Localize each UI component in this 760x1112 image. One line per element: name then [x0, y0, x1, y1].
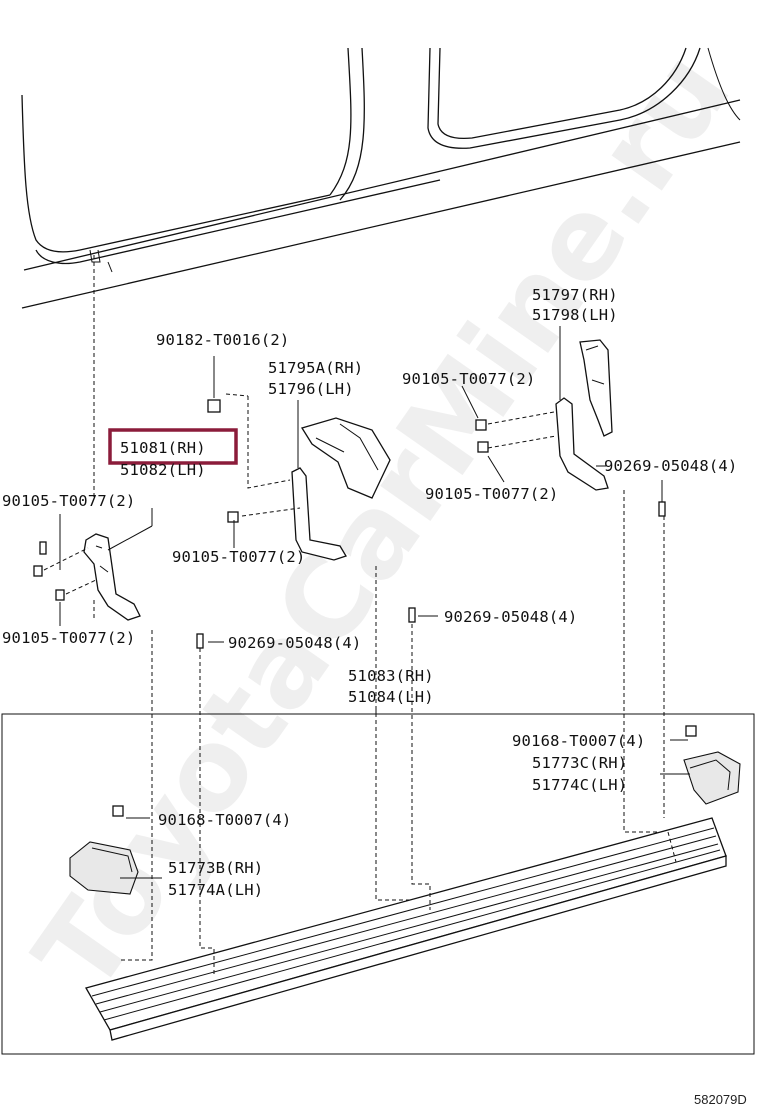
label-51773c: 51773C(RH)	[532, 754, 627, 772]
fasteners	[39, 501, 666, 649]
running-board-51083	[85, 817, 727, 1041]
label-51082: 51082(LH)	[120, 461, 206, 479]
label-90105-t0077-mid: 90105-T0077(2)	[172, 548, 305, 566]
vehicle-body-outline	[21, 47, 741, 309]
running-board-frame	[1, 713, 755, 1055]
label-51796: 51796(LH)	[268, 380, 354, 398]
label-51798: 51798(LH)	[532, 306, 618, 324]
label-51774a: 51774A(LH)	[168, 881, 263, 899]
bracket-51081	[33, 533, 141, 621]
label-51797: 51797(RH)	[532, 286, 618, 304]
label-90269-05048-left: 90269-05048(4)	[228, 634, 361, 652]
label-90105-t0077-top: 90105-T0077(2)	[402, 370, 535, 388]
end-cap-51773b	[69, 805, 139, 895]
label-51083: 51083(RH)	[348, 667, 434, 685]
leader-lines	[59, 326, 690, 879]
end-cap-51773c	[683, 725, 741, 805]
label-51081: 51081(RH)	[120, 439, 206, 457]
label-51774c: 51774C(LH)	[532, 776, 627, 794]
label-90105-t0077-left: 90105-T0077(2)	[2, 492, 135, 510]
bracket-51795a	[207, 399, 391, 561]
label-51795a: 51795A(RH)	[268, 359, 363, 377]
highlight-box-51081	[108, 428, 238, 465]
label-90168-t0007-left: 90168-T0007(4)	[158, 811, 291, 829]
label-90105-t0077-bottom-left: 90105-T0077(2)	[2, 629, 135, 647]
assembly-lines	[43, 255, 677, 976]
diagram-code: 582079D	[694, 1092, 747, 1107]
label-90105-t0077-right: 90105-T0077(2)	[425, 485, 558, 503]
label-90182-t0016: 90182-T0016(2)	[156, 331, 289, 349]
label-51773b: 51773B(RH)	[168, 859, 263, 877]
bracket-51797	[475, 339, 613, 491]
label-51084: 51084(LH)	[348, 688, 434, 706]
label-90269-05048-right: 90269-05048(4)	[604, 457, 737, 475]
label-90168-t0007-right: 90168-T0007(4)	[512, 732, 645, 750]
label-90269-05048-mid: 90269-05048(4)	[444, 608, 577, 626]
part-labels: 90182-T0016(2) 51795A(RH) 51796(LH) 5179…	[2, 286, 737, 899]
